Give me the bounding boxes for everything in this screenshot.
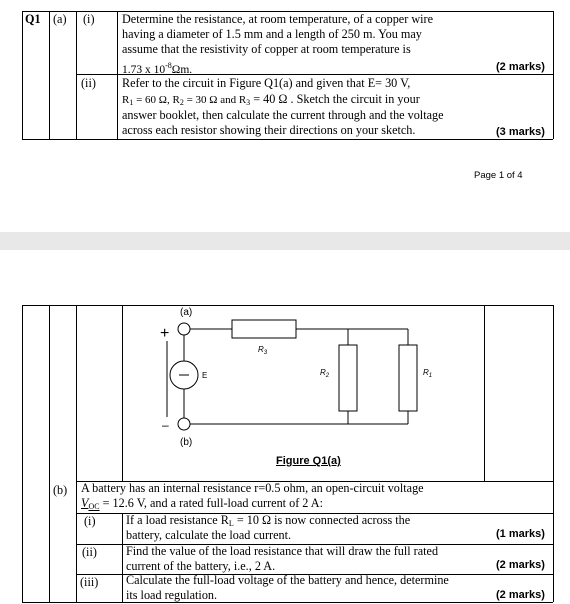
- marks-b-i: (1 marks): [496, 528, 545, 540]
- minus-sign: –: [162, 418, 169, 432]
- r1-label: R1: [423, 368, 432, 379]
- sub-label-i: (i): [83, 12, 95, 26]
- table-border-bottom: [22, 139, 553, 140]
- table-row-divider: [76, 513, 553, 514]
- table-border-left: [22, 11, 23, 139]
- figure-label-b: (b): [180, 437, 192, 448]
- page-number: Page 1 of 4: [474, 170, 523, 181]
- sub-label-ii: (ii): [81, 76, 96, 90]
- table-col-divider: [117, 11, 118, 139]
- sub-label-iii: (iii): [80, 575, 99, 589]
- page-separator: [0, 232, 570, 250]
- marks-a-ii: (3 marks): [496, 126, 545, 138]
- table-col-divider: [76, 305, 77, 602]
- table-border-right: [553, 305, 554, 602]
- table-col-divider: [122, 305, 123, 481]
- r2-label: R2: [320, 368, 330, 379]
- resistor-r2: [338, 344, 358, 412]
- bottom-terminal: [177, 417, 191, 431]
- part-label-a: (a): [53, 12, 67, 26]
- table-row-divider: [76, 574, 553, 575]
- table-row-divider: [76, 74, 553, 75]
- figure-label-a: (a): [180, 307, 192, 318]
- table-col-divider: [49, 305, 50, 602]
- question-number: Q1: [25, 12, 41, 26]
- sub-label-i: (i): [84, 514, 96, 528]
- table-border-left: [22, 305, 23, 602]
- marks-b-ii: (2 marks): [496, 559, 545, 571]
- plus-sign: +: [160, 325, 169, 342]
- table-col-divider: [484, 305, 485, 481]
- table-border-top: [22, 305, 553, 306]
- resistor-r1: [398, 344, 418, 412]
- table-border-right: [553, 11, 554, 139]
- table-border-top: [22, 11, 553, 12]
- exam-page-2: (a) (b) + – E R3 R2 R1 Figure Q1(a) (b) …: [0, 250, 570, 603]
- table-row-divider: [76, 544, 553, 545]
- circuit-diagram: (a) (b) + – E R3 R2 R1: [160, 307, 432, 448]
- table-col-divider: [122, 513, 123, 602]
- source-label: E: [202, 371, 207, 380]
- sub-label-ii: (ii): [82, 545, 97, 559]
- part-label-b: (b): [53, 483, 68, 497]
- r3-label: R3: [258, 345, 268, 356]
- table-col-divider: [76, 11, 77, 139]
- marks-a-i: (2 marks): [496, 61, 545, 73]
- figure-caption: Figure Q1(a): [276, 455, 341, 467]
- table-col-divider: [49, 11, 50, 139]
- table-row-divider: [76, 481, 553, 482]
- marks-b-iii: (2 marks): [496, 589, 545, 601]
- resistor-r3: [231, 319, 297, 339]
- exam-page-1: Q1 (a) (i) (ii) Determine the resistance…: [0, 0, 570, 232]
- top-terminal: [177, 322, 191, 336]
